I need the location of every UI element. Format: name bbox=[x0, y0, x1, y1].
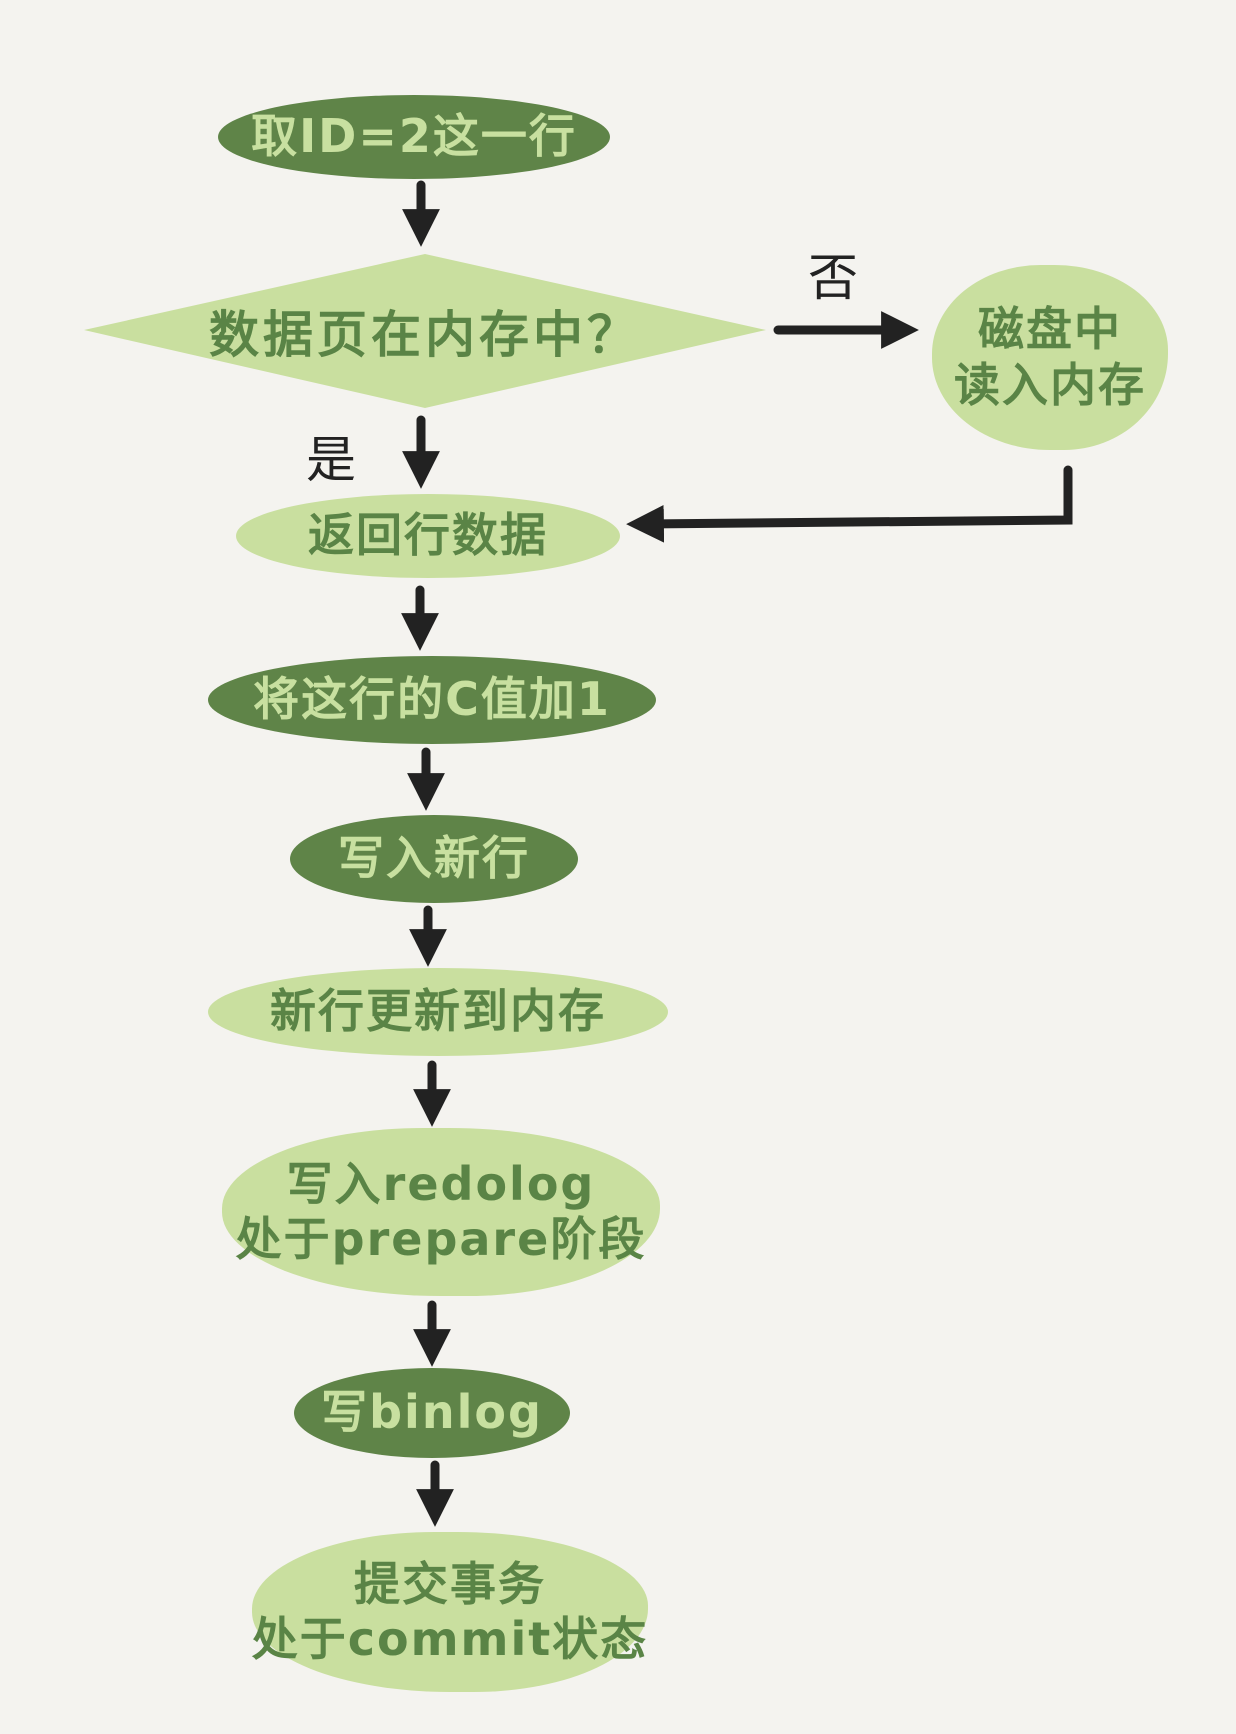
node-update-memory: 新行更新到内存 bbox=[208, 968, 668, 1056]
node-write-redolog-line2: 处于prepare阶段 bbox=[235, 1212, 647, 1266]
edge-label-no: 否 bbox=[808, 249, 858, 307]
arrow-n3-n4 bbox=[626, 465, 1073, 543]
node-increment-c-text: 将这行的C值加1 bbox=[253, 672, 611, 727]
diamond-shape bbox=[84, 254, 766, 408]
node-commit-line2: 处于commit状态 bbox=[251, 1612, 649, 1666]
node-write-new-row-text: 写入新行 bbox=[338, 831, 530, 886]
node-return-row-data: 返回行数据 bbox=[236, 494, 620, 578]
node-commit-line1: 提交事务 bbox=[354, 1556, 546, 1611]
node-increment-c: 将这行的C值加1 bbox=[208, 656, 656, 744]
node-read-from-disk-line1: 磁盘中 bbox=[978, 302, 1122, 357]
edge-label-yes: 是 bbox=[306, 431, 356, 489]
node-read-from-disk-line2: 读入内存 bbox=[954, 357, 1146, 412]
node-fetch-row: 取ID=2这一行 bbox=[218, 95, 610, 179]
node-read-from-disk: 磁盘中 读入内存 bbox=[932, 265, 1168, 450]
node-write-redolog-line1: 写入redolog bbox=[286, 1156, 596, 1211]
node-return-row-data-text: 返回行数据 bbox=[308, 508, 548, 563]
node-write-redolog-prepare: 写入redolog 处于prepare阶段 bbox=[222, 1128, 660, 1296]
node-fetch-row-text: 取ID=2这一行 bbox=[251, 109, 577, 164]
decision-page-in-memory-text: 数据页在内存中？ bbox=[209, 306, 641, 364]
node-write-new-row: 写入新行 bbox=[290, 815, 578, 903]
decision-page-in-memory: 数据页在内存中？ bbox=[80, 252, 770, 410]
node-commit-transaction: 提交事务 处于commit状态 bbox=[252, 1532, 648, 1692]
node-write-binlog-text: 写binlog bbox=[321, 1385, 543, 1440]
node-update-memory-text: 新行更新到内存 bbox=[270, 984, 606, 1039]
node-write-binlog: 写binlog bbox=[294, 1368, 570, 1458]
